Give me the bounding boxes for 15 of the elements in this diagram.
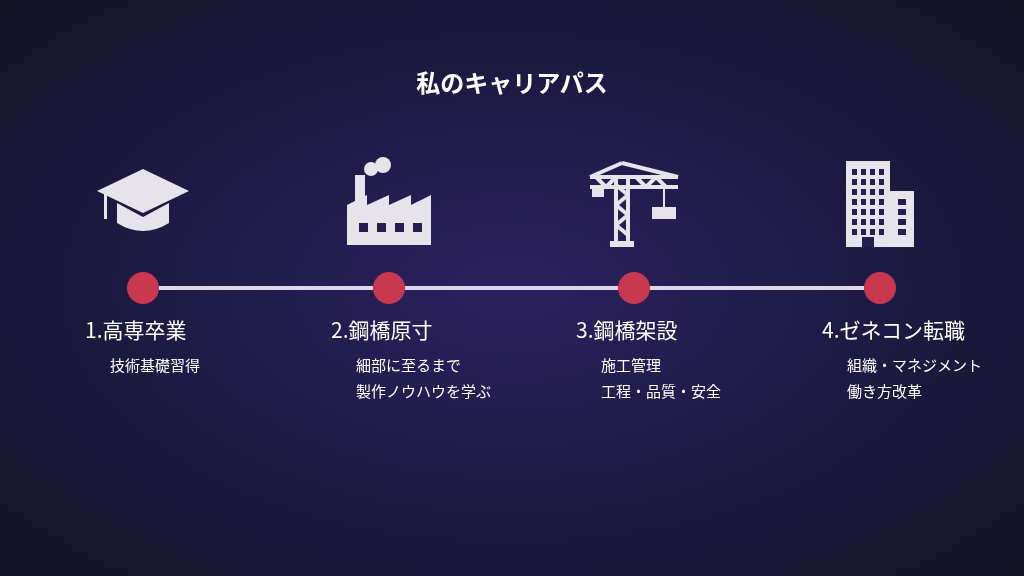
milestone-detail: 技術基礎習得 bbox=[110, 354, 200, 377]
milestone-heading: 2.鋼橋原寸 bbox=[331, 314, 433, 346]
milestone-detail: 組織・マネジメント bbox=[847, 354, 982, 377]
timeline-line bbox=[159, 286, 373, 290]
milestone-heading: 1.高専卒業 bbox=[85, 314, 187, 346]
milestone-detail: 施工管理 bbox=[601, 354, 661, 377]
title: 私のキャリアパス bbox=[416, 64, 608, 100]
milestone-detail: 働き方改革 bbox=[847, 380, 922, 403]
timeline-line bbox=[650, 286, 864, 290]
milestone-detail: 製作ノウハウを学ぶ bbox=[356, 380, 491, 403]
milestone-detail: 細部に至るまで bbox=[356, 354, 461, 377]
timeline-line bbox=[405, 286, 618, 290]
milestone-heading: 4.ゼネコン転職 bbox=[822, 314, 966, 346]
milestone-heading: 3.鋼橋架設 bbox=[576, 314, 678, 346]
milestone-detail: 工程・品質・安全 bbox=[601, 380, 721, 403]
